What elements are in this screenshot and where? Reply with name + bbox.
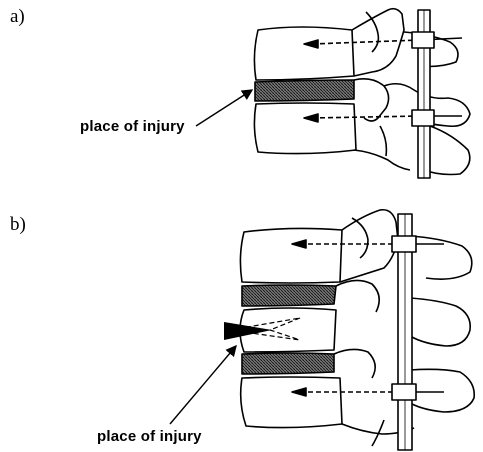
panel-a-arrow	[196, 90, 252, 126]
panel-b-upper-disc	[242, 285, 336, 306]
panel-b-lower-disc	[242, 353, 334, 374]
panel-b-arrow	[170, 346, 236, 424]
panel-b-top-vertebra	[240, 228, 342, 283]
panel-a-injured-disc	[255, 80, 354, 101]
panel-a-spine	[254, 9, 470, 178]
panel-b-bottom-vertebra	[241, 377, 342, 428]
panel-a-lower-vertebra	[254, 103, 356, 154]
panel-a-upper-vertebra	[254, 27, 354, 80]
